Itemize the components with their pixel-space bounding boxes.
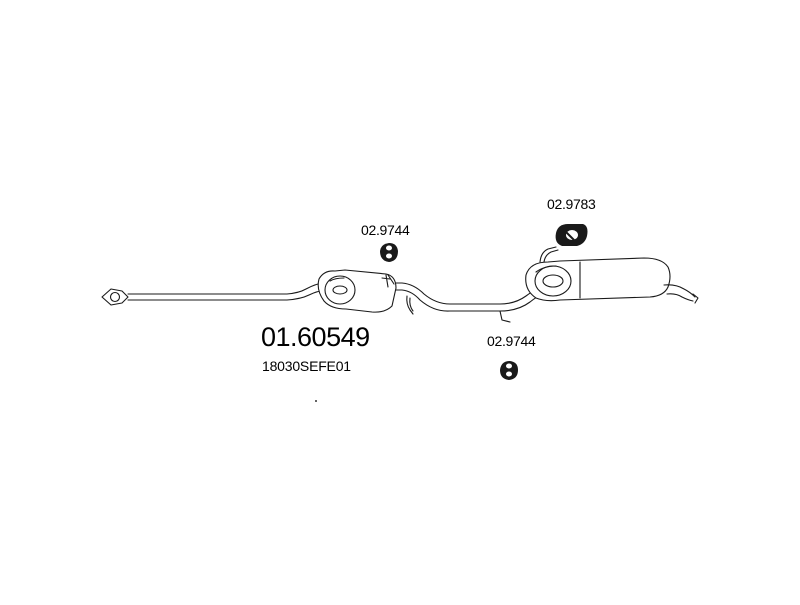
rubber-mount-2	[555, 224, 588, 246]
rear-silencer	[525, 246, 671, 302]
stray-dot	[315, 400, 317, 402]
front-pipe	[132, 281, 327, 301]
middle-silencer	[317, 269, 397, 313]
rubber-mount-1	[380, 243, 398, 262]
front-flange	[101, 288, 134, 306]
tail-pipe	[663, 284, 699, 304]
accessory-label-3: 02.9744	[487, 333, 536, 349]
intermediate-pipe	[395, 282, 548, 323]
main-part-number: 01.60549	[261, 322, 370, 352]
accessory-label-1: 02.9744	[361, 222, 410, 238]
oem-reference: 18030SEFE01	[262, 358, 351, 374]
rubber-mount-3	[500, 361, 518, 380]
accessory-label-2: 02.9783	[547, 196, 596, 212]
